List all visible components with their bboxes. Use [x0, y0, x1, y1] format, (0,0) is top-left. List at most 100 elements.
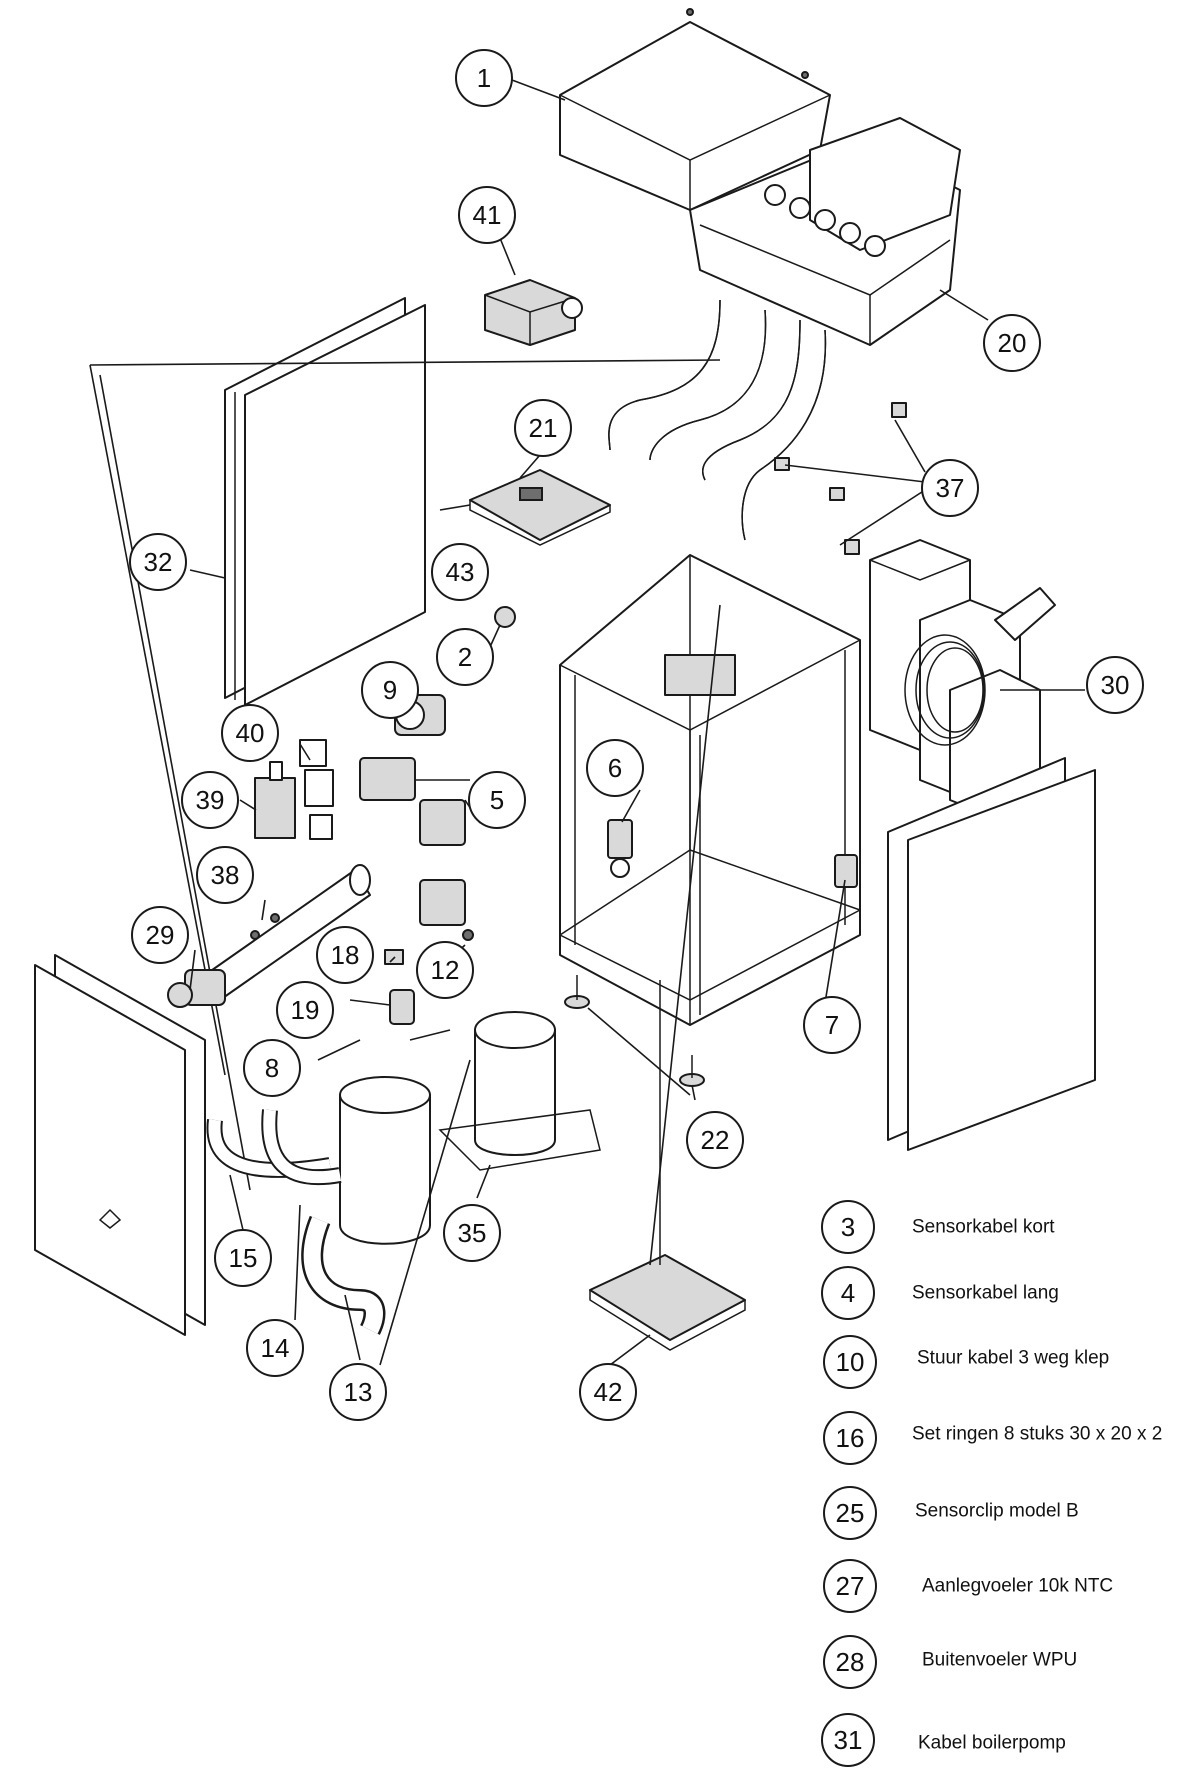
- svg-text:29: 29: [146, 920, 175, 950]
- svg-text:22: 22: [701, 1125, 730, 1155]
- svg-text:27: 27: [836, 1571, 865, 1601]
- callout-20: 20: [983, 314, 1041, 372]
- svg-text:37: 37: [936, 473, 965, 503]
- svg-text:Kabel boilerpomp: Kabel boilerpomp: [918, 1733, 1066, 1754]
- svg-text:14: 14: [261, 1333, 290, 1363]
- svg-text:39: 39: [196, 785, 225, 815]
- callout-8: 8: [243, 1039, 301, 1097]
- buffer-tank-part: [339, 1076, 431, 1245]
- svg-text:8: 8: [265, 1053, 279, 1083]
- svg-text:9: 9: [383, 675, 397, 705]
- svg-text:15: 15: [229, 1243, 258, 1273]
- callout-43: 43: [431, 543, 489, 601]
- legend-item: 27 Aanlegvoeler 10k NTC: [823, 1559, 1113, 1613]
- circulation-pump-part: [359, 757, 470, 926]
- callout-9: 9: [361, 661, 419, 719]
- valve-right-part: [834, 854, 858, 888]
- small-fitting-part: [494, 606, 516, 628]
- callout-39: 39: [181, 771, 239, 829]
- electric-heater-part: [167, 864, 371, 1008]
- callout-12: 12: [416, 941, 474, 999]
- svg-text:3: 3: [841, 1212, 855, 1242]
- legend-item: 3 Sensorkabel kort: [821, 1200, 1055, 1254]
- svg-text:2: 2: [458, 642, 472, 672]
- svg-text:12: 12: [431, 955, 460, 985]
- svg-text:21: 21: [529, 413, 558, 443]
- callout-30: 30: [1086, 656, 1144, 714]
- legend: 3 Sensorkabel kort 4 Sensorkabel lang 10…: [821, 1200, 1162, 1767]
- svg-text:25: 25: [836, 1498, 865, 1528]
- leader-lines: [189, 79, 1085, 1366]
- callout-38: 38: [196, 846, 254, 904]
- svg-text:35: 35: [458, 1218, 487, 1248]
- sensor-parts: [384, 929, 474, 1041]
- svg-text:18: 18: [331, 940, 360, 970]
- callout-2: 2: [436, 628, 494, 686]
- callout-41: 41: [458, 186, 516, 244]
- callout-15: 15: [214, 1229, 272, 1287]
- svg-text:1: 1: [477, 63, 491, 93]
- callout-14: 14: [246, 1319, 304, 1377]
- svg-text:28: 28: [836, 1647, 865, 1677]
- svg-text:4: 4: [841, 1278, 855, 1308]
- callout-37: 37: [921, 459, 979, 517]
- svg-text:7: 7: [825, 1010, 839, 1040]
- svg-text:Sensorkabel kort: Sensorkabel kort: [912, 1217, 1055, 1238]
- svg-text:Stuur kabel 3 weg klep: Stuur kabel 3 weg klep: [917, 1348, 1109, 1369]
- svg-text:42: 42: [594, 1377, 623, 1407]
- manifold-block-part: [689, 117, 961, 346]
- svg-text:16: 16: [836, 1423, 865, 1453]
- svg-text:31: 31: [834, 1725, 863, 1755]
- power-board-part: [589, 980, 746, 1351]
- callout-19: 19: [276, 981, 334, 1039]
- adjustable-feet-part: [564, 975, 705, 1087]
- control-board-part: [469, 469, 611, 546]
- hose-set-part: [608, 299, 827, 541]
- svg-text:38: 38: [211, 860, 240, 890]
- svg-text:10: 10: [836, 1347, 865, 1377]
- legend-item: 31 Kabel boilerpomp: [821, 1713, 1066, 1767]
- callout-13: 13: [329, 1363, 387, 1421]
- callout-29: 29: [131, 906, 189, 964]
- main-frame-part: [559, 554, 861, 1026]
- legend-item: 4 Sensorkabel lang: [821, 1266, 1059, 1320]
- right-side-panel-part: [887, 757, 1096, 1151]
- left-side-panel-part: [224, 297, 426, 706]
- svg-text:41: 41: [473, 200, 502, 230]
- svg-text:Set ringen 8 stuks 30 x 20 x 2: Set ringen 8 stuks 30 x 20 x 2: [912, 1424, 1162, 1445]
- callout-6: 6: [586, 739, 644, 797]
- svg-text:Buitenvoeler WPU: Buitenvoeler WPU: [922, 1650, 1077, 1671]
- clip-parts: [774, 402, 907, 555]
- svg-text:20: 20: [998, 328, 1027, 358]
- callout-21: 21: [514, 399, 572, 457]
- svg-text:43: 43: [446, 557, 475, 587]
- callout-35: 35: [443, 1204, 501, 1262]
- callout-40: 40: [221, 704, 279, 762]
- svg-text:6: 6: [608, 753, 622, 783]
- callout-42: 42: [579, 1363, 637, 1421]
- callout-7: 7: [803, 996, 861, 1054]
- compressor-part: [438, 1011, 601, 1171]
- valve-part: [607, 819, 633, 878]
- front-panel-part: [34, 954, 206, 1336]
- pipe-set-part: [206, 1109, 386, 1335]
- svg-text:Sensorkabel lang: Sensorkabel lang: [912, 1283, 1059, 1304]
- callout-1: 1: [455, 49, 513, 107]
- svg-text:Sensorclip model B: Sensorclip model B: [915, 1501, 1079, 1522]
- callout-22: 22: [686, 1111, 744, 1169]
- svg-text:13: 13: [344, 1377, 373, 1407]
- svg-text:19: 19: [291, 995, 320, 1025]
- legend-item: 10 Stuur kabel 3 weg klep: [823, 1335, 1109, 1389]
- legend-item: 25 Sensorclip model B: [823, 1486, 1079, 1540]
- legend-item: 16 Set ringen 8 stuks 30 x 20 x 2: [823, 1411, 1162, 1465]
- three-way-valve-part: [254, 739, 334, 840]
- callout-32: 32: [129, 533, 187, 591]
- svg-text:5: 5: [490, 785, 504, 815]
- assembly-line-32: [89, 359, 721, 1191]
- callout-18: 18: [316, 926, 374, 984]
- svg-text:40: 40: [236, 718, 265, 748]
- svg-text:Aanlegvoeler 10k NTC: Aanlegvoeler 10k NTC: [922, 1576, 1113, 1597]
- svg-text:32: 32: [144, 547, 173, 577]
- callout-5: 5: [468, 771, 526, 829]
